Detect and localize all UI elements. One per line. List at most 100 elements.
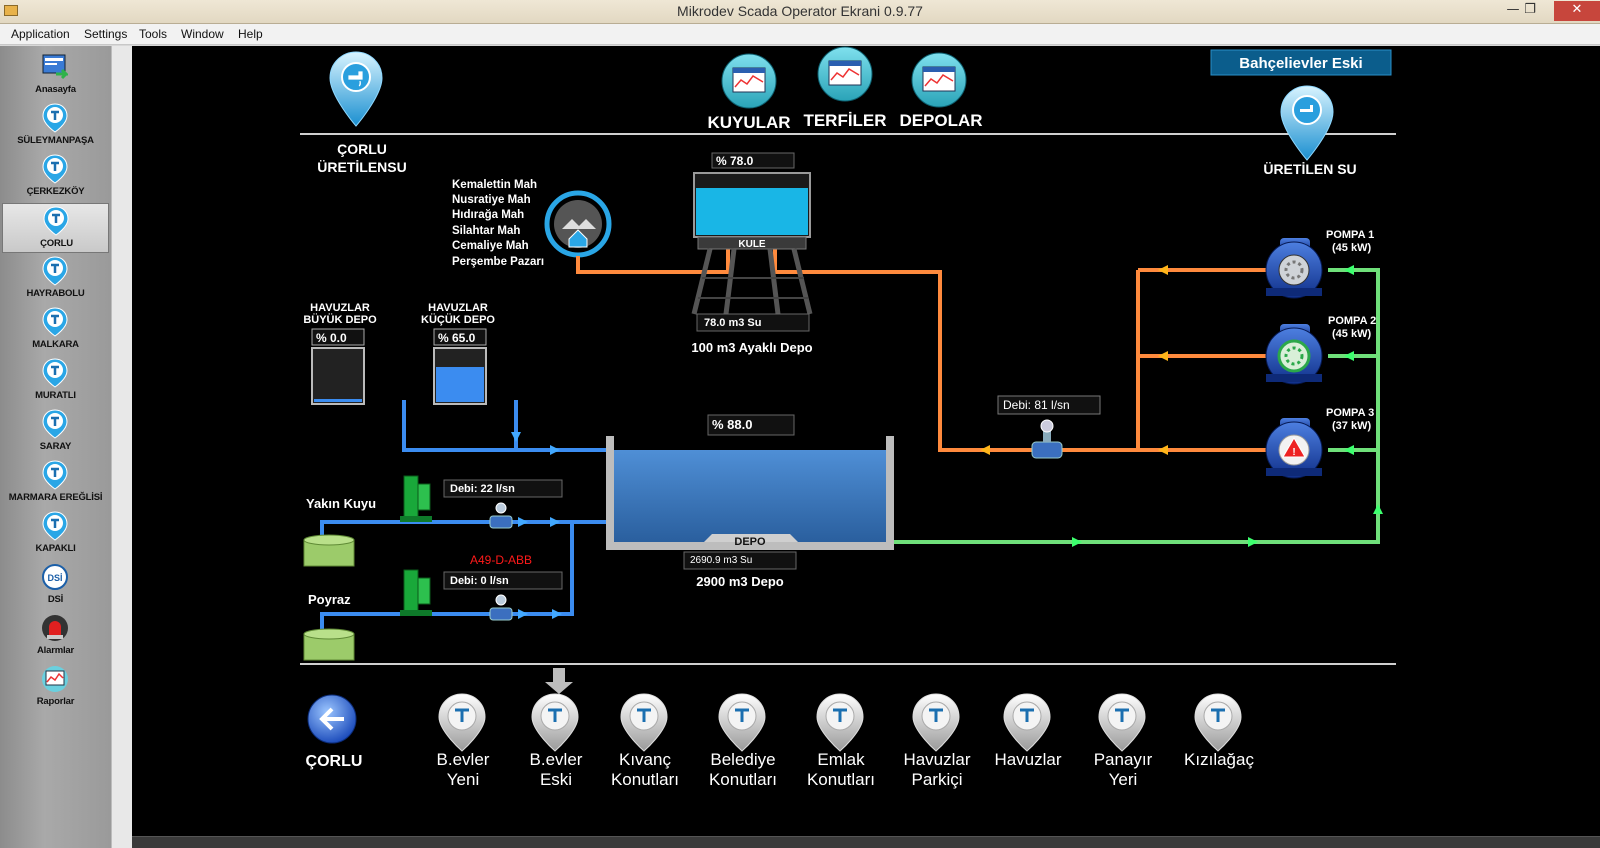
pool-small: HAVUZLAR KÜÇÜK DEPO % 65.0 [421, 302, 495, 405]
menu-settings[interactable]: Settings [84, 27, 128, 41]
station-label-line1: Emlak [817, 750, 865, 769]
pool-big-water-fill [314, 399, 362, 402]
report-chart-icon [924, 74, 954, 87]
window-titlebar: Mikrodev Scada Operator Ekrani 0.9.77 — … [0, 0, 1600, 24]
tower-level: % 78.0 [716, 154, 754, 168]
station-label-line1: B.evler [437, 750, 490, 769]
location-pin-icon [1003, 693, 1051, 752]
neighborhood-item: Cemaliye Mah [452, 240, 529, 252]
sidebar-item-2[interactable]: SÜLEYMANPAŞA [2, 101, 109, 151]
report-chart-icon [734, 75, 764, 88]
pump-3[interactable]: ! [1265, 418, 1323, 479]
back-button[interactable]: ÇORLU [306, 694, 363, 770]
sidebar-item-4[interactable]: ÇORLU [2, 203, 109, 253]
nav-kuyular[interactable]: KUYULAR [707, 53, 791, 132]
nav-kuyular-label: KUYULAR [707, 113, 790, 132]
sidebar-item-12[interactable]: Alarmlar [2, 611, 109, 661]
menu-window[interactable]: Window [181, 27, 224, 41]
pump-1[interactable] [1265, 238, 1323, 299]
station-name: Bahçelievler Eski [1239, 55, 1362, 72]
location-pin-icon [718, 693, 766, 752]
station-label-line1: Kıvanç [619, 750, 671, 769]
neighborhood-item: Nusratiye Mah [452, 194, 531, 206]
sidebar-item-9[interactable]: MARMARA EREĞLİSİ [2, 458, 109, 508]
nav-terfiler-label: TERFİLER [803, 111, 886, 130]
sidebar-item-1[interactable]: Anasayfa [2, 50, 109, 100]
station-label-line1: Belediye [710, 750, 775, 769]
station-label-line2: Parkiçi [911, 770, 962, 789]
faucet-icon [1300, 105, 1313, 112]
sidebar-item-7[interactable]: MURATLI [2, 356, 109, 406]
app-icon [4, 5, 18, 16]
menu-tools[interactable]: Tools [139, 27, 168, 41]
sidebar-item-label: MALKARA [32, 339, 79, 350]
depot-water-fill [614, 450, 886, 542]
sidebar-item-label: Raporlar [36, 696, 75, 707]
location-pin-icon [42, 460, 68, 490]
produced-water-pin[interactable] [1280, 85, 1334, 161]
depot-volume: 2690.9 m3 Su [690, 555, 752, 566]
maximize-button[interactable]: ❐ [1524, 2, 1536, 17]
well-1-flow: Debi: 22 l/sn [450, 483, 515, 495]
sidebar-item-13[interactable]: Raporlar [2, 662, 109, 712]
sidebar-item-label: MARMARA EREĞLİSİ [8, 492, 103, 503]
well-name: Poyraz [308, 592, 351, 607]
sidebar-item-8[interactable]: SARAY [2, 407, 109, 457]
well-yakin-kuyu[interactable]: Yakın Kuyu [303, 496, 376, 567]
nav-depolar[interactable]: DEPOLAR [899, 52, 983, 130]
station-item-7[interactable]: Havuzlar [994, 693, 1062, 769]
pool-big: HAVUZLAR BÜYÜK DEPO % 0.0 [303, 302, 377, 405]
depot-label: DEPO [734, 536, 766, 548]
main-flow-meter [1031, 419, 1063, 459]
pump-2[interactable] [1265, 324, 1323, 385]
pool-small-line1: HAVUZLAR [428, 302, 488, 314]
station-name-badge: Bahçelievler Eski [1210, 49, 1392, 76]
corlu-produced-water-pin[interactable] [329, 51, 383, 127]
neighborhood-item: Perşembe Pazarı [452, 256, 544, 268]
pipe-network-inlet [320, 400, 607, 630]
sidebar-item-label: ÇORLU [40, 238, 73, 249]
well-poyraz[interactable]: Poyraz [303, 592, 355, 661]
home-screen-icon [42, 54, 68, 80]
right-pin-label: ÜRETİLEN SU [1263, 161, 1356, 177]
status-bar [132, 836, 1600, 848]
sidebar-item-6[interactable]: MALKARA [2, 305, 109, 355]
sidebar-divider [111, 46, 132, 848]
warning-icon [1282, 437, 1306, 458]
station-label-line1: Kızılağaç [1184, 750, 1254, 769]
tower-water-fill [696, 188, 808, 235]
depot-level: % 88.0 [712, 417, 752, 432]
houses-consumer-icon [544, 190, 612, 258]
pump-3-name: POMPA 3 [1326, 407, 1374, 419]
station-label-line1: Havuzlar [903, 750, 970, 769]
menu-help[interactable]: Help [238, 27, 263, 41]
pool-big-level: % 0.0 [316, 331, 347, 345]
location-pin-icon [912, 693, 960, 752]
nav-depolar-label: DEPOLAR [899, 111, 982, 130]
sidebar-item-3[interactable]: ÇERKEZKÖY [2, 152, 109, 202]
left-pin-line1: ÇORLU [337, 141, 387, 157]
station-label-line2: Konutları [709, 770, 777, 789]
station-item-9[interactable]: Kızılağaç [1184, 693, 1254, 769]
report-chart-icon [830, 68, 860, 81]
sidebar-item-5[interactable]: HAYRABOLU [2, 254, 109, 304]
sidebar-item-10[interactable]: KAPAKLI [2, 509, 109, 559]
flow-arrows-inlet [511, 432, 562, 619]
arrow-left-icon [319, 707, 344, 731]
dsi-logo-icon: DSİ [42, 564, 68, 590]
minimize-button[interactable]: — [1506, 2, 1520, 17]
nav-terfiler[interactable]: TERFİLER [803, 46, 887, 130]
close-button[interactable]: ✕ [1554, 1, 1600, 21]
depot-caption: 2900 m3 Depo [696, 574, 783, 589]
location-pin-icon [1194, 693, 1242, 752]
menu-application[interactable]: Application [11, 27, 70, 41]
